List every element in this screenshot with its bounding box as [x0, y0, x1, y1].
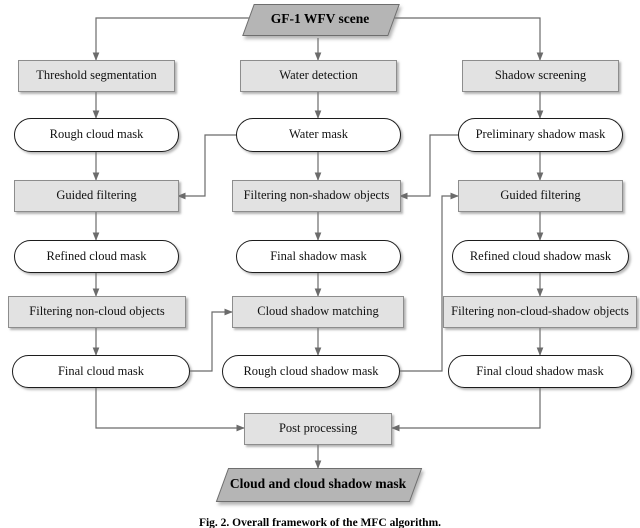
node-label: Final cloud mask: [57, 363, 145, 378]
node-rough-cloud-shadow-mask[interactable]: Rough cloud shadow mask: [222, 355, 400, 388]
node-filtering-non-cloud-objects[interactable]: Filtering non-cloud objects: [8, 296, 186, 328]
node-cloud-shadow-matching[interactable]: Cloud shadow matching: [232, 296, 404, 328]
node-label: Post processing: [278, 421, 358, 436]
node-rough-cloud-mask[interactable]: Rough cloud mask: [14, 118, 179, 152]
node-threshold-segmentation[interactable]: Threshold segmentation: [18, 60, 175, 92]
node-water-mask[interactable]: Water mask: [236, 118, 401, 152]
node-label: Final cloud shadow mask: [476, 363, 604, 378]
node-refined-cloud-mask[interactable]: Refined cloud mask: [14, 240, 179, 273]
node-label: Rough cloud mask: [49, 127, 144, 142]
node-guided-filtering-right[interactable]: Guided filtering: [458, 180, 623, 212]
node-label: Rough cloud shadow mask: [243, 363, 379, 378]
node-label: Water detection: [279, 68, 358, 83]
node-label: Guided filtering: [500, 188, 581, 203]
edge-preliminary-shadow-mask-to-filtering-non-shadow-objects: [399, 134, 462, 200]
node-filtering-non-shadow-objects[interactable]: Filtering non-shadow objects: [232, 180, 401, 212]
edge-final-cloud-shadow-mask-to-post-processing: [391, 388, 541, 432]
edge-water-mask-to-guided-filtering-left-side: [177, 134, 240, 200]
node-cloud-and-cloud-shadow-mask[interactable]: Cloud and cloud shadow mask: [215, 468, 423, 502]
node-label: Final shadow mask: [270, 248, 367, 263]
node-final-cloud-shadow-mask[interactable]: Final cloud shadow mask: [448, 355, 632, 388]
node-label: Guided filtering: [56, 188, 137, 203]
node-label: Cloud shadow matching: [257, 304, 379, 319]
node-label: Filtering non-cloud objects: [29, 304, 165, 319]
node-shadow-screening[interactable]: Shadow screening: [462, 60, 619, 92]
node-final-shadow-mask[interactable]: Final shadow mask: [236, 240, 401, 273]
node-preliminary-shadow-mask[interactable]: Preliminary shadow mask: [458, 118, 623, 152]
node-final-cloud-mask[interactable]: Final cloud mask: [12, 355, 190, 388]
figure-caption: Fig. 2. Overall framework of the MFC alg…: [198, 517, 442, 528]
node-label: GF-1 WFV scene: [270, 11, 370, 26]
node-label: Cloud and cloud shadow mask: [229, 476, 407, 491]
node-refined-cloud-shadow-mask[interactable]: Refined cloud shadow mask: [452, 240, 629, 273]
node-label: Shadow screening: [494, 68, 587, 83]
node-post-processing[interactable]: Post processing: [244, 413, 392, 445]
edge-final-cloud-mask-to-post-processing: [95, 388, 245, 432]
node-label: Threshold segmentation: [36, 68, 157, 83]
node-label: Refined cloud mask: [46, 248, 147, 263]
node-label: Filtering non-shadow objects: [243, 188, 390, 203]
node-label: Refined cloud shadow mask: [469, 248, 612, 263]
node-guided-filtering-left[interactable]: Guided filtering: [14, 180, 179, 212]
node-label: Filtering non-cloud-shadow objects: [451, 304, 629, 319]
node-gf1-wfv-scene[interactable]: GF-1 WFV scene: [242, 4, 400, 36]
edge-rough-cloud-shadow-mask-to-guided-filtering-right: [400, 192, 459, 372]
node-filtering-non-cloud-shadow-objects[interactable]: Filtering non-cloud-shadow objects: [443, 296, 637, 328]
node-water-detection[interactable]: Water detection: [240, 60, 397, 92]
node-label: Water mask: [288, 127, 349, 142]
node-label: Preliminary shadow mask: [475, 127, 606, 142]
